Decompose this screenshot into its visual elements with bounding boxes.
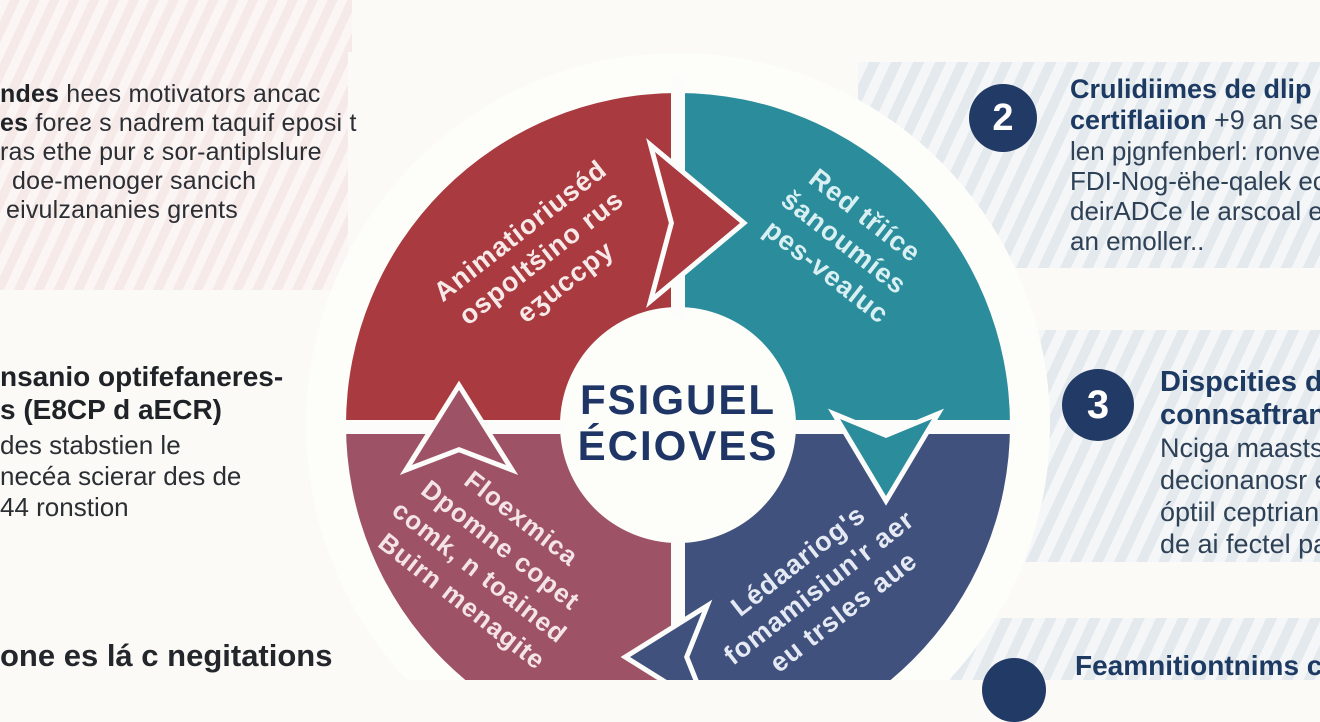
- text-line: de ai fectel pa: [1160, 529, 1320, 559]
- block-heading: Feamnitiontnims c: [1075, 650, 1320, 681]
- text-bold: es: [0, 109, 29, 137]
- text-line: an emoller..: [1070, 226, 1205, 256]
- text-rest: foreƨ s nadrem taquif eposi t: [28, 109, 357, 137]
- arrow-left-icon: [620, 599, 713, 680]
- text-line: deirADCe le arscoal e: [1070, 196, 1320, 226]
- step-4-badge: [982, 658, 1046, 722]
- segment-bottom-left: [346, 425, 678, 680]
- left-text-block-bottom: one es lá c negitations: [0, 638, 332, 674]
- block-heading: s (E8CP d aECR): [0, 394, 222, 425]
- center-title-line2: ÉCIOVES: [578, 422, 779, 469]
- text-line: FDI-Nog-ëhe-qalek ecu: [1070, 166, 1320, 196]
- segment-top-left: [346, 93, 678, 425]
- text-line: 44 ronstion: [0, 492, 129, 522]
- segment-top-right: [678, 93, 1010, 425]
- step-number: 2: [992, 96, 1014, 139]
- right-text-block-3: Dispcities d connsaftran Nciga maastst d…: [1160, 366, 1320, 560]
- arrow-down-icon: [827, 408, 945, 506]
- segment-bottom-right: [678, 425, 1010, 680]
- text-line: Nciga maastst: [1160, 433, 1320, 463]
- text-line: len pjgnfenberl: ronve: [1070, 136, 1320, 166]
- block-heading: certiflaiion +9 an sem: [1070, 105, 1320, 136]
- block-heading: connsaftran: [1160, 399, 1320, 431]
- left-panel-bottom: [0, 0, 352, 52]
- text-rest: hees motivators ancac: [59, 80, 321, 108]
- block-heading: Dispcities d: [1160, 366, 1320, 398]
- block-heading: nsanio optifefaneres-: [0, 361, 284, 392]
- text-line: doe-menoger sancich: [12, 167, 257, 195]
- left-text-block-middle: nsanio optifefaneres- s (E8CP d aECR) de…: [0, 360, 283, 523]
- arrow-up-icon: [399, 380, 519, 476]
- text-rest: +9 an sem: [1214, 105, 1320, 135]
- text-line: óptiil ceptrian: [1160, 497, 1320, 527]
- text-line: ndes hees motivators ancac: [0, 80, 357, 109]
- text-line: necéa scierar des de: [0, 461, 242, 491]
- text-bold: ndes: [0, 80, 60, 108]
- block-heading: one es lá c negitations: [0, 638, 333, 673]
- text-line: ras ethe pur ɛ sor-antiplslure: [0, 138, 322, 166]
- text-bold: certiflaiion: [1070, 105, 1207, 135]
- step-3-badge: 3: [1062, 369, 1134, 441]
- text-line: des stabstien le: [0, 430, 181, 460]
- right-text-block-4: Feamnitiontnims c: [1075, 650, 1320, 682]
- cycle-diagram: Animatioriuséd ospoltšino rus eʒuccpy Re…: [346, 93, 1010, 680]
- left-text-block-top: ndes hees motivators ancac es foreƨ s na…: [0, 80, 357, 225]
- text-line: decionanosr e: [1160, 465, 1320, 495]
- step-2-badge: 2: [969, 84, 1037, 152]
- center-title-line1: FSIGUEL: [580, 376, 776, 423]
- text-line: es foreƨ s nadrem taquif eposi t: [0, 109, 357, 138]
- block-heading: Crulidiimes de dlip: [1070, 74, 1312, 104]
- step-number: 3: [1086, 382, 1110, 427]
- arrow-right-icon: [646, 138, 748, 308]
- text-line: eivulzananies grents: [6, 196, 238, 224]
- right-text-block-2: Crulidiimes de dlip certiflaiion +9 an s…: [1070, 74, 1320, 256]
